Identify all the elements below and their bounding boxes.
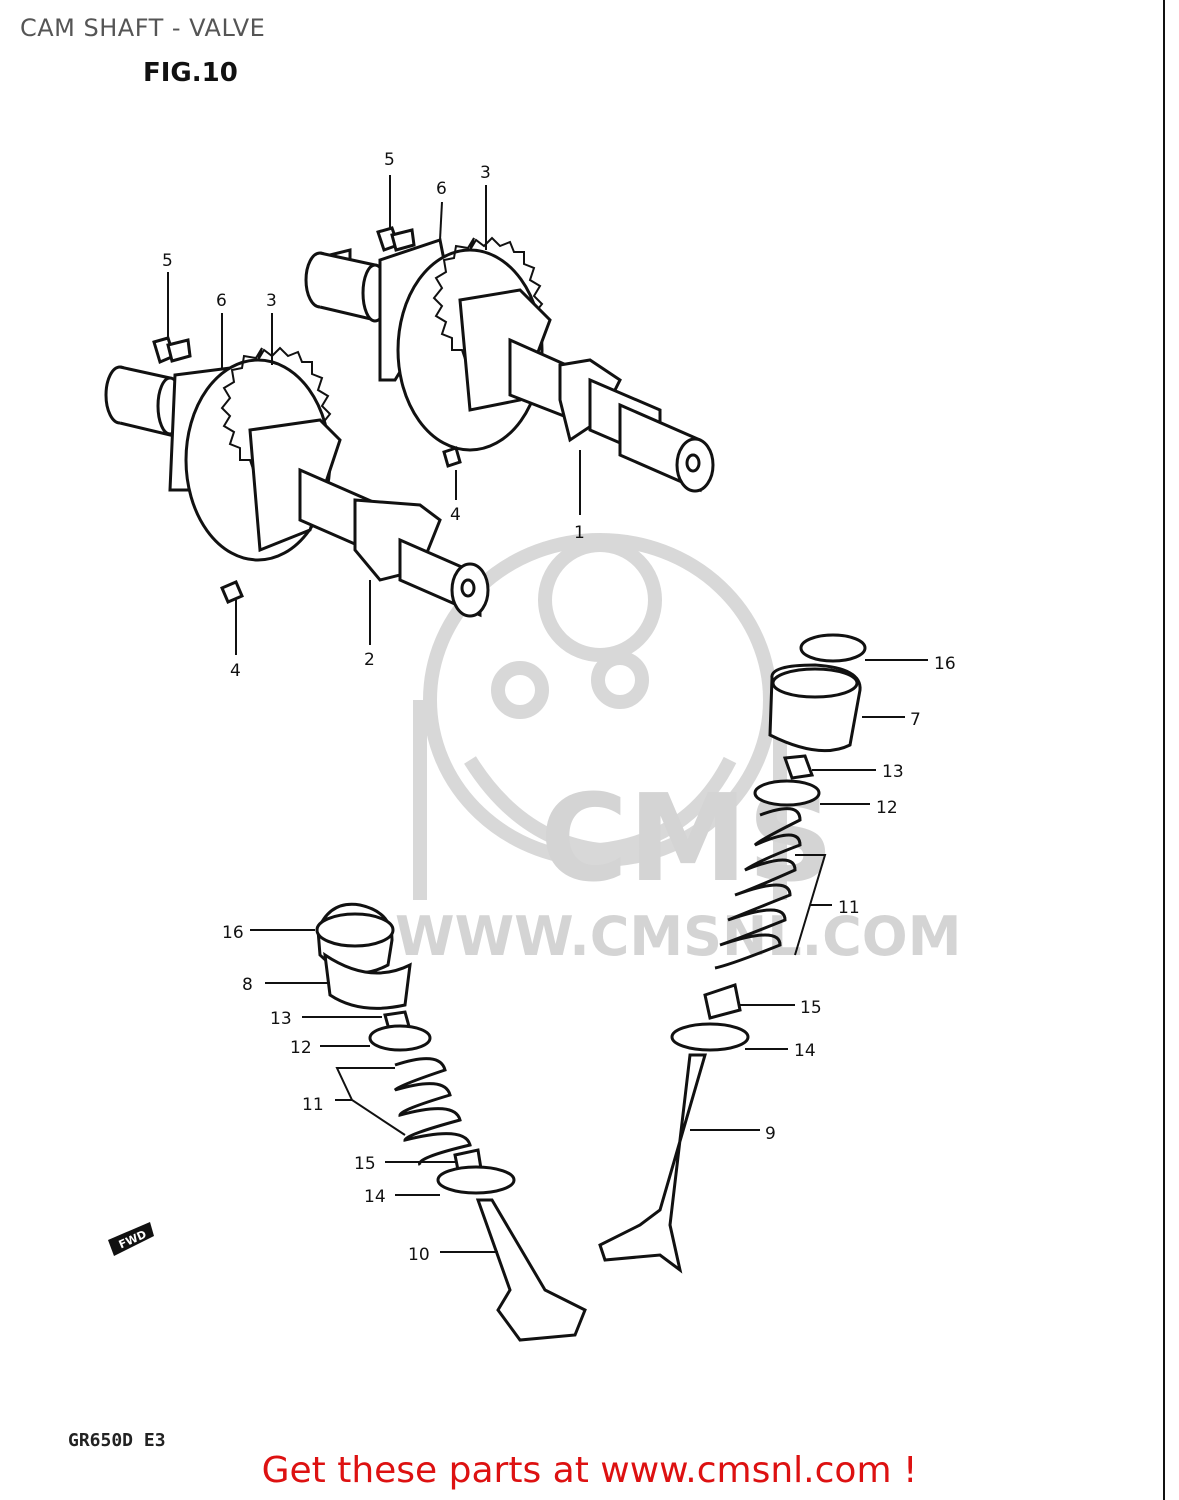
callout-15-left: 15: [354, 1154, 376, 1174]
callout-3-lower: 3: [266, 291, 277, 311]
callout-3-upper: 3: [480, 163, 491, 183]
callout-15-right: 15: [800, 998, 822, 1018]
key-4-upper: [442, 446, 462, 468]
valve-assembly-right: [598, 633, 867, 1274]
leader-lines: [167, 175, 928, 1253]
callout-12-left: 12: [290, 1038, 312, 1058]
callout-11-left: 11: [302, 1095, 324, 1115]
callout-1: 1: [574, 523, 585, 543]
key-4-lower: [220, 580, 244, 604]
callout-10: 10: [408, 1245, 430, 1265]
callout-16-left: 16: [222, 923, 244, 943]
callout-6-upper: 6: [436, 179, 447, 199]
callout-7: 7: [910, 710, 921, 730]
fwd-direction-marker: FWD: [108, 1222, 154, 1256]
callout-12-right: 12: [876, 798, 898, 818]
callout-13-left: 13: [270, 1009, 292, 1029]
callout-11-right: 11: [838, 898, 860, 918]
callout-4-upper: 4: [450, 505, 461, 525]
camshaft-1: [304, 236, 715, 493]
model-code: GR650D E3: [68, 1430, 166, 1451]
camshaft-2: [104, 346, 490, 618]
callout-13-right: 13: [882, 762, 904, 782]
page-title: CAM SHAFT - VALVE: [20, 14, 266, 42]
callout-9: 9: [765, 1124, 776, 1144]
watermark-url-text: WWW.CMSNL.COM: [395, 905, 961, 968]
callout-4-lower: 4: [230, 661, 241, 681]
figure-label: FIG.10: [143, 58, 238, 88]
callout-8: 8: [242, 975, 253, 995]
callout-6-lower: 6: [216, 291, 227, 311]
valve-assembly-left: [315, 902, 587, 1342]
bolt-5-lower: [152, 336, 192, 365]
callout-14-left: 14: [364, 1187, 386, 1207]
footer-shop-link[interactable]: Get these parts at www.cmsnl.com !: [261, 1450, 918, 1491]
callout-14-right: 14: [794, 1041, 816, 1061]
callout-2: 2: [364, 650, 375, 670]
callout-5-lower: 5: [162, 251, 173, 271]
right-edge-rule: [1163, 0, 1165, 1500]
callout-5-upper: 5: [384, 150, 395, 170]
bolt-5-upper: [376, 226, 416, 252]
callout-numbers: 5 6 3 5 6 3 4 1 2 4 16 7 13 12 11 15 14 …: [162, 150, 956, 1265]
callout-16-right: 16: [934, 654, 956, 674]
